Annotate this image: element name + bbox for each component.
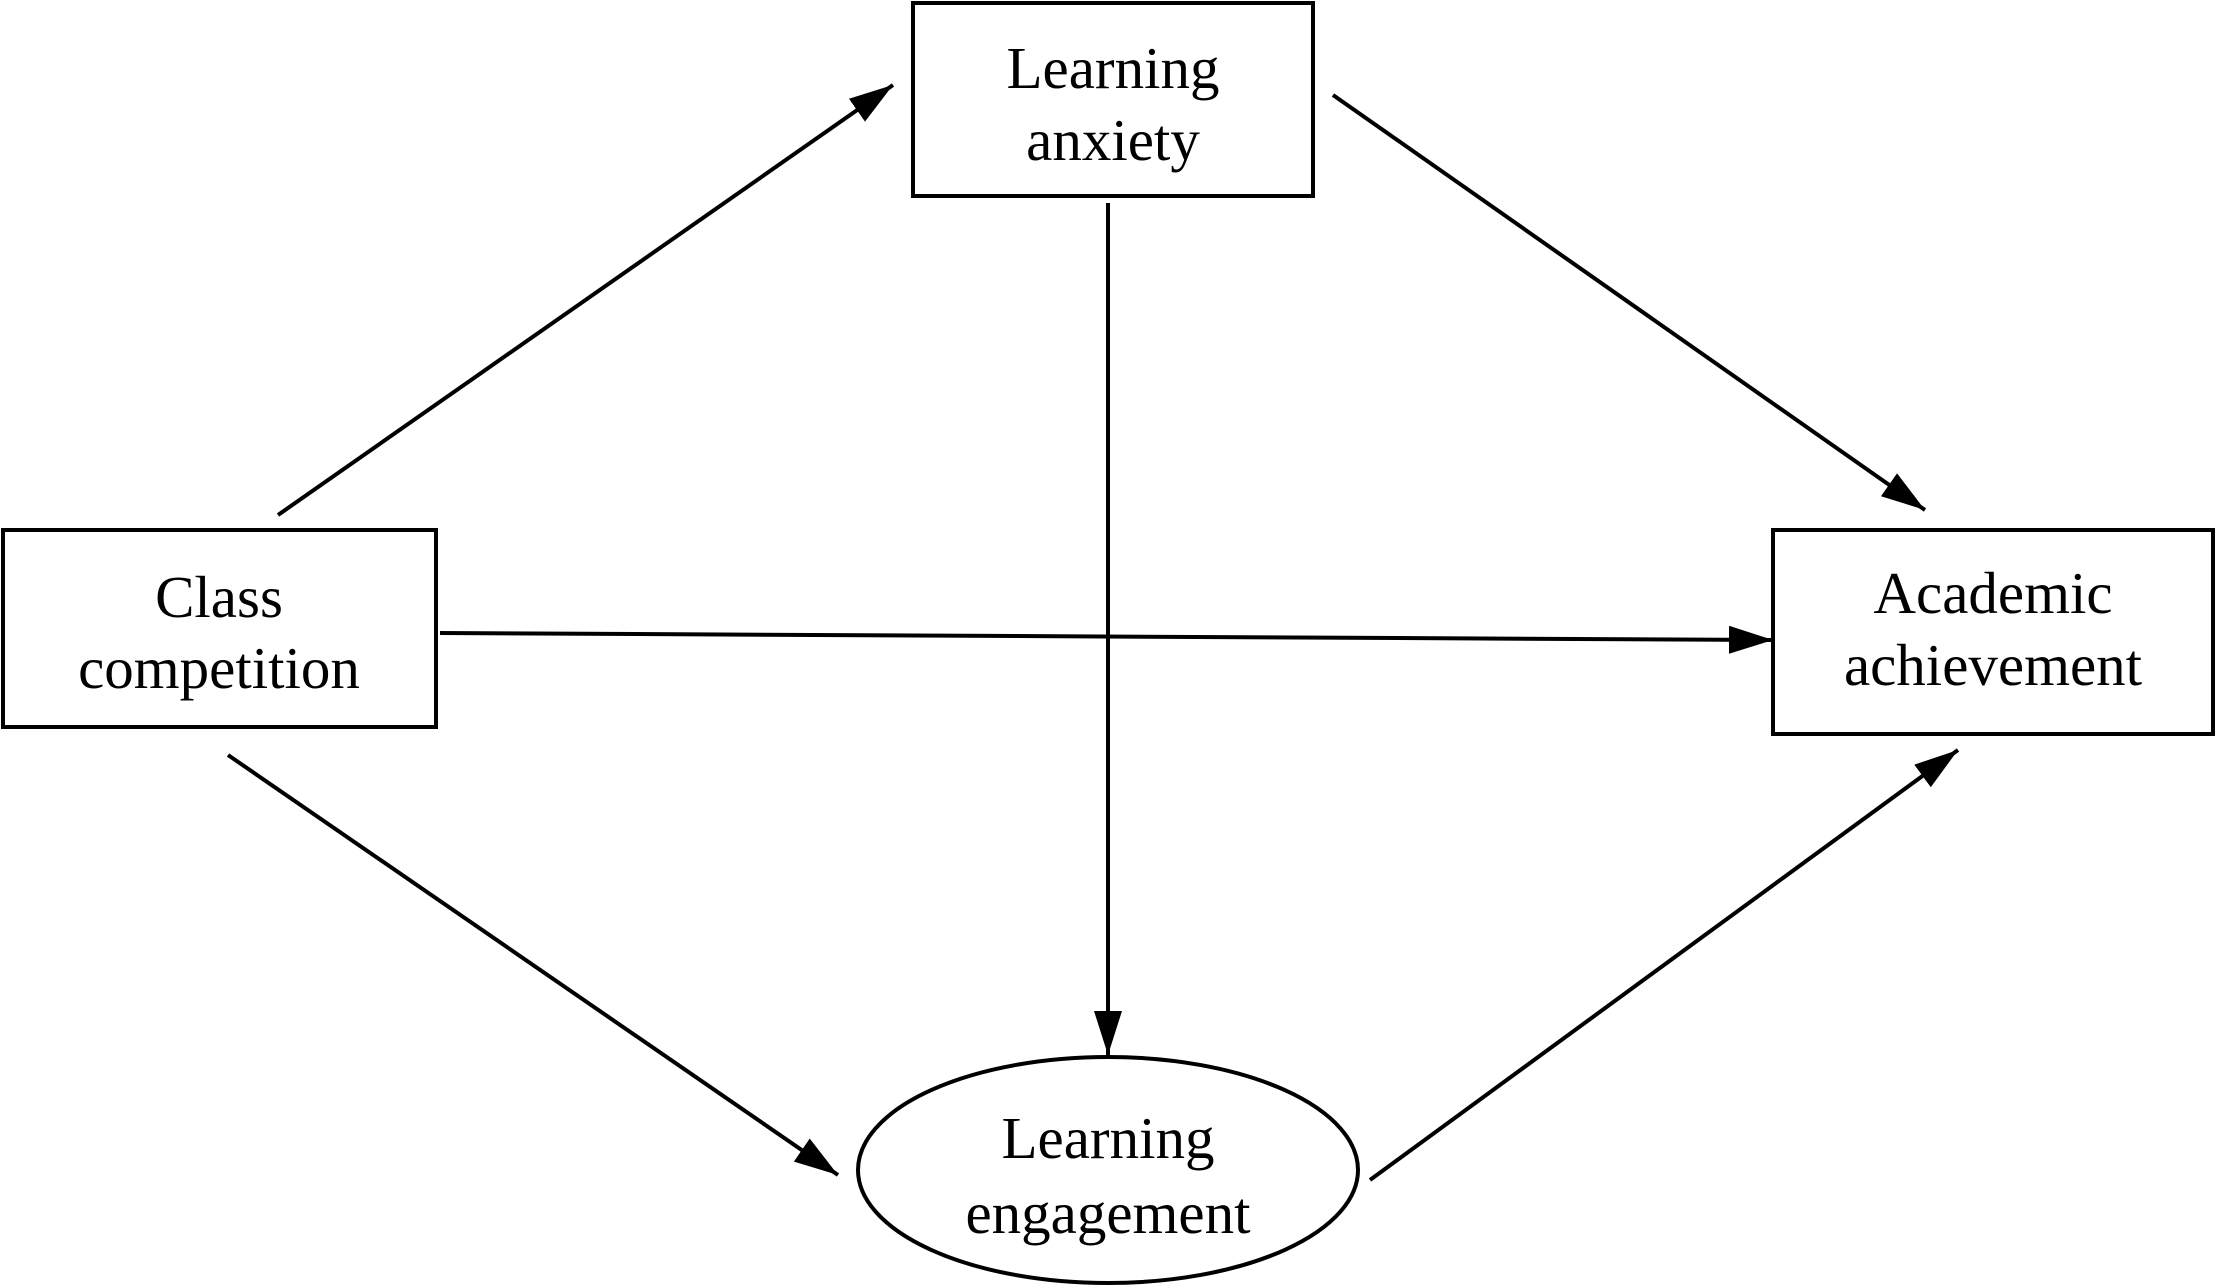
arrow-learning-anxiety-to-academic-achievement bbox=[1331, 93, 1927, 512]
node-class-competition: Class competition bbox=[1, 528, 438, 729]
node-academic-achievement-box bbox=[1771, 528, 2215, 736]
node-academic-achievement: Academic achievement bbox=[1771, 528, 2215, 736]
node-learning-engagement-label-line1: Learning bbox=[1002, 1105, 1215, 1171]
edges bbox=[226, 83, 1960, 1182]
arrow-class-competition-to-learning-anxiety bbox=[276, 83, 895, 517]
node-learning-engagement: Learning engagement bbox=[856, 1055, 1360, 1285]
node-learning-engagement-ellipse bbox=[856, 1055, 1360, 1285]
node-learning-anxiety: Learning anxiety bbox=[911, 1, 1315, 198]
node-learning-engagement-label-line2: engagement bbox=[965, 1180, 1251, 1246]
node-class-competition-label-line1: Class bbox=[155, 564, 283, 630]
node-academic-achievement-label-line1: Academic bbox=[1873, 560, 2112, 626]
node-learning-anxiety-box bbox=[911, 1, 1315, 198]
node-learning-anxiety-label-line1: Learning bbox=[1007, 35, 1220, 101]
node-class-competition-label-line2: competition bbox=[78, 635, 360, 701]
node-class-competition-box bbox=[1, 528, 438, 729]
arrow-class-competition-to-learning-engagement bbox=[226, 753, 840, 1177]
node-academic-achievement-label-line2: achievement bbox=[1844, 632, 2143, 698]
arrow-learning-engagement-to-academic-achievement bbox=[1368, 748, 1960, 1182]
node-learning-anxiety-label-line2: anxiety bbox=[1026, 107, 1200, 173]
